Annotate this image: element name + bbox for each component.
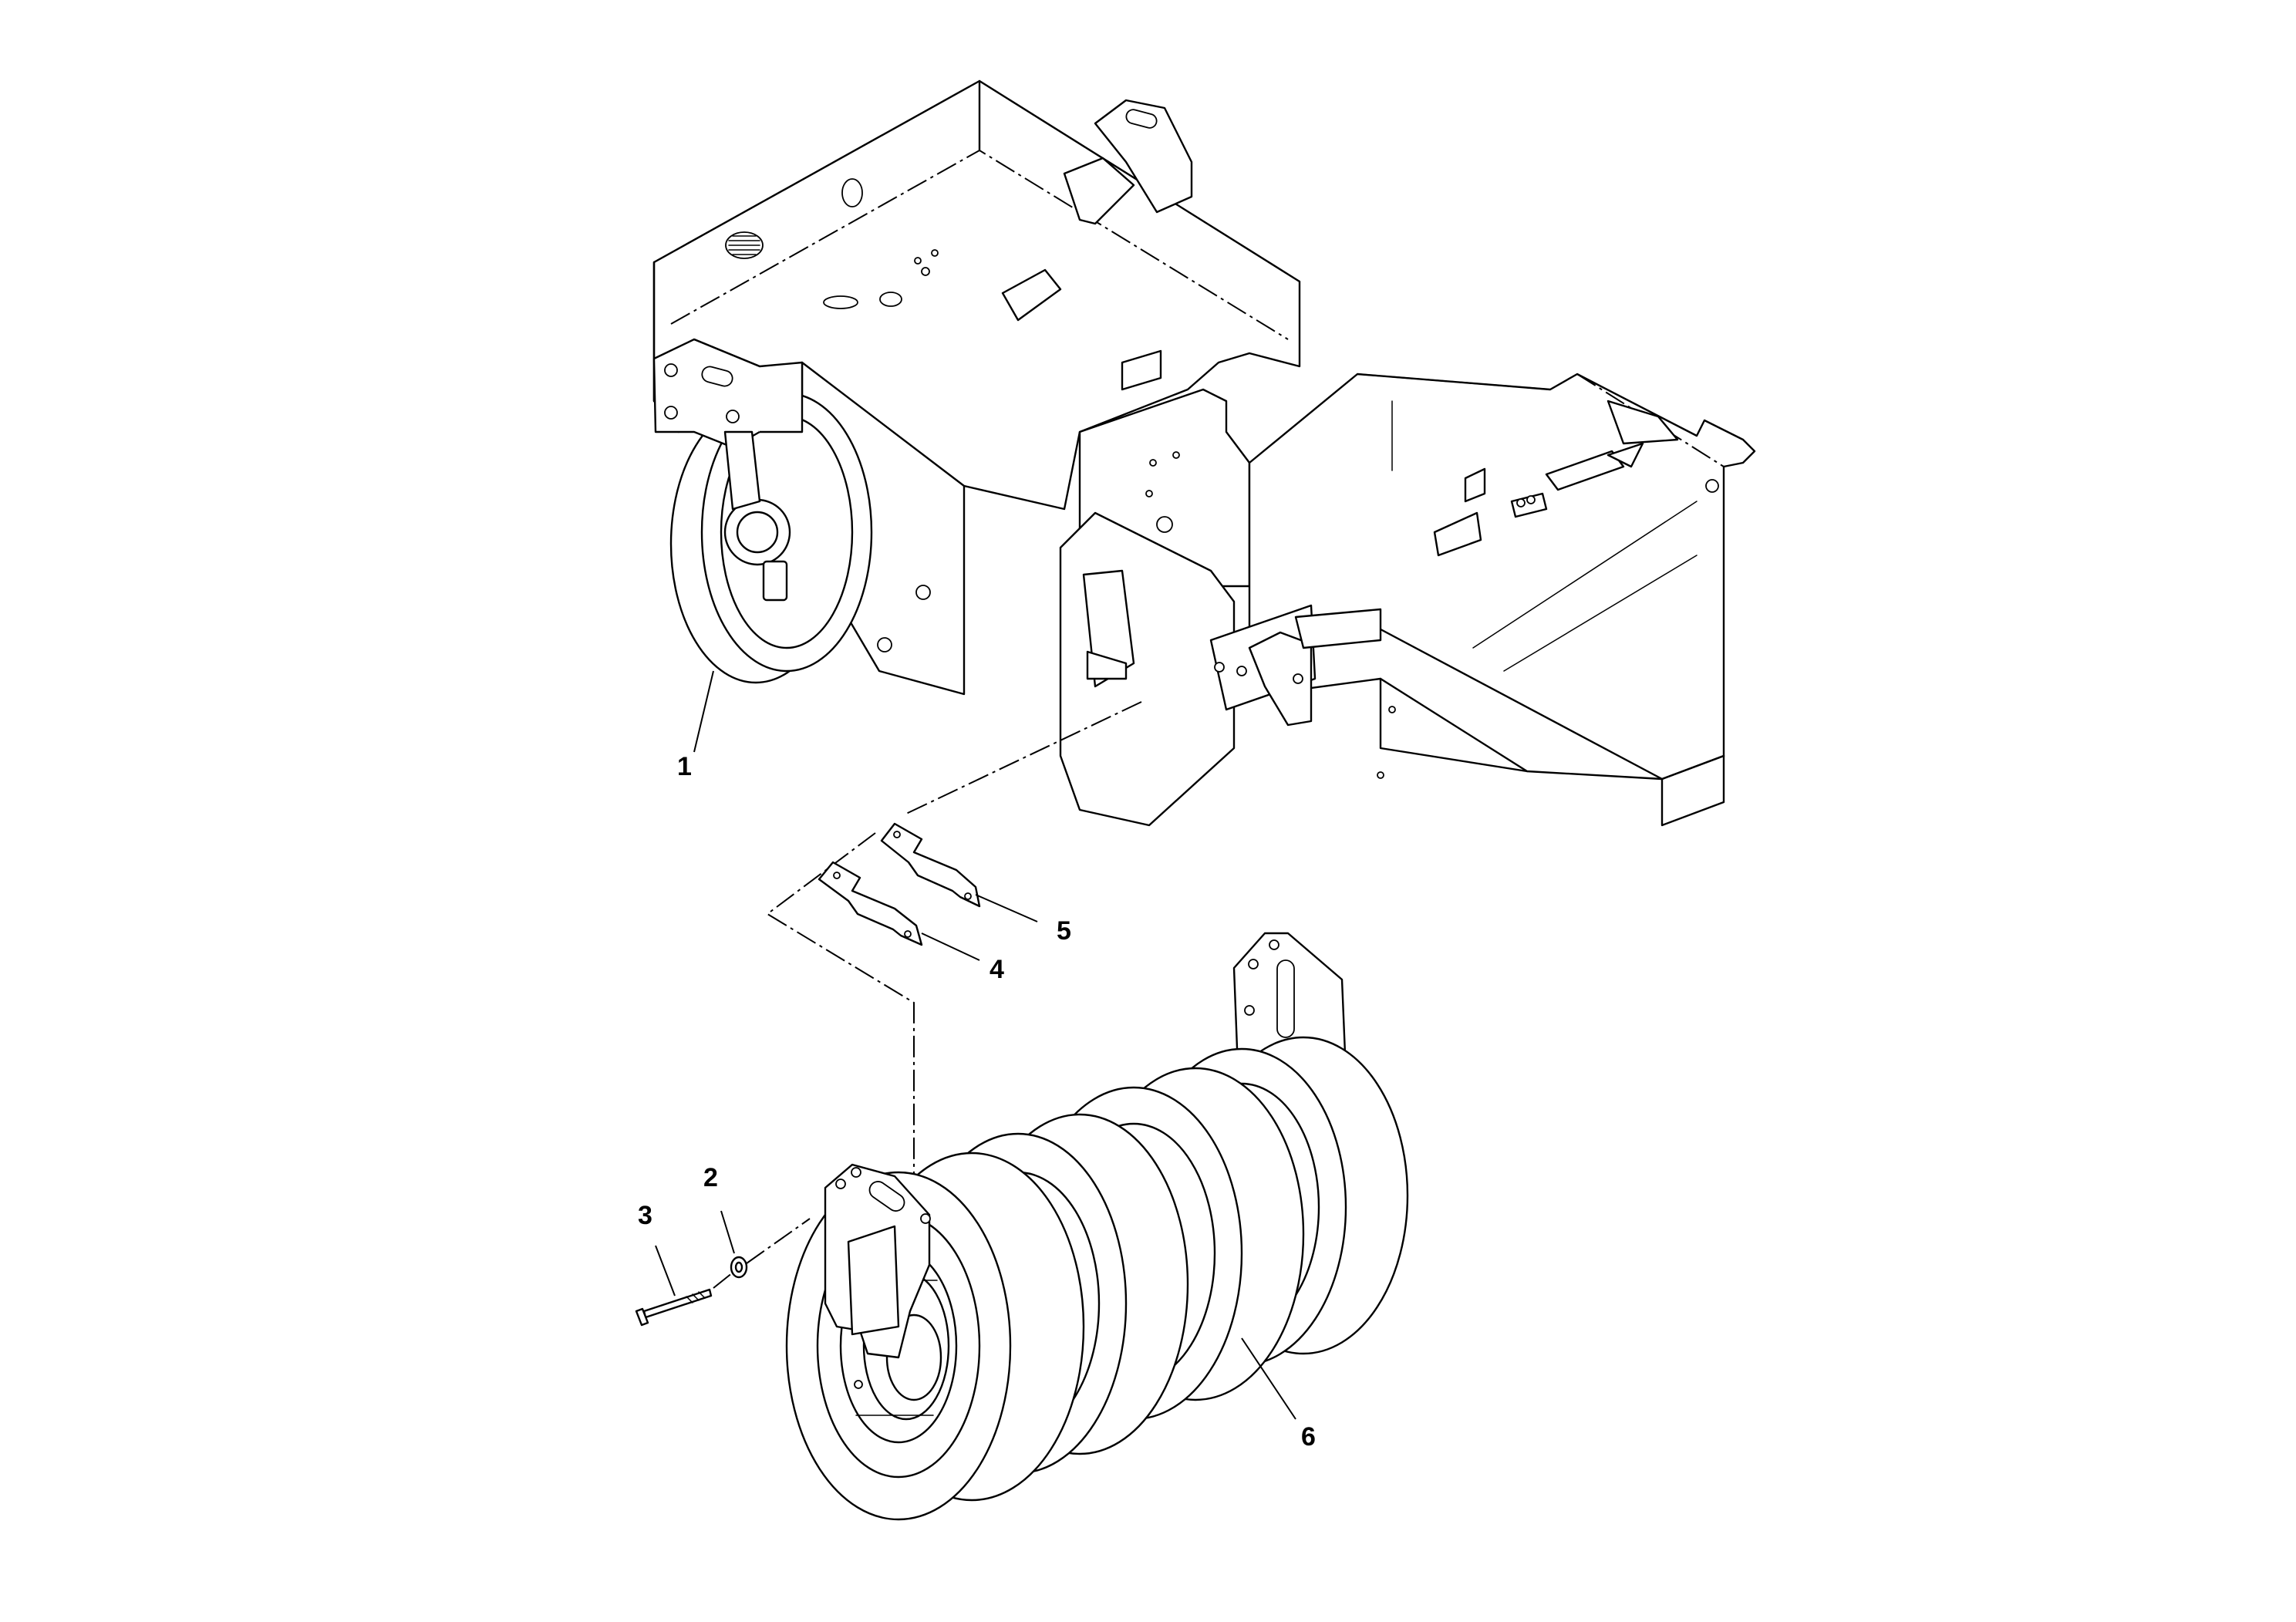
washer-2	[730, 1256, 748, 1279]
bracket-5	[880, 822, 981, 908]
vent-grille	[725, 231, 764, 259]
leader-4	[921, 932, 980, 961]
rear-lifting-eye	[1094, 99, 1193, 214]
leader-5	[975, 894, 1038, 922]
callout-1: 1	[677, 752, 692, 781]
leader-3	[655, 1245, 676, 1297]
leader-2	[720, 1210, 735, 1254]
rear-frame-assembly	[652, 79, 1756, 1188]
callout-3: 3	[638, 1201, 652, 1230]
drum-1	[652, 338, 873, 684]
callout-4: 4	[990, 955, 1004, 984]
callout-labels: 1 2 3 4 5 6	[638, 752, 1316, 1452]
leader-lines	[655, 670, 1296, 1420]
bolt-3	[635, 1288, 713, 1327]
leader-6	[1241, 1337, 1296, 1420]
bracket-4	[818, 861, 923, 946]
callout-2: 2	[703, 1163, 718, 1192]
front-frame	[1248, 373, 1756, 827]
tire-assembly-6	[785, 932, 1409, 1521]
callout-6: 6	[1301, 1422, 1316, 1452]
articulation-hitch	[1059, 511, 1382, 827]
leader-1	[693, 670, 714, 753]
callout-5: 5	[1057, 916, 1071, 946]
